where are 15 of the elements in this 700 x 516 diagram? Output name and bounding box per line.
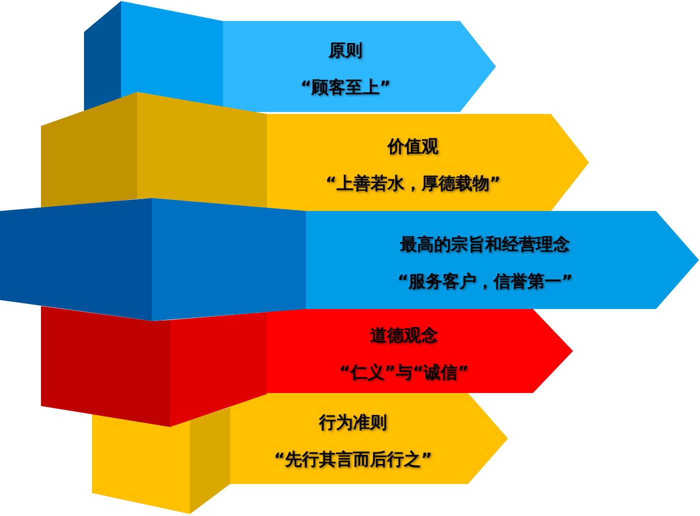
quote-text: “仁义”与“诚信” — [339, 362, 469, 384]
heading-text: 最高的宗旨和经营理念 — [400, 234, 570, 256]
heading-text: 原则 — [328, 40, 362, 62]
quote-text: “上善若水，厚德载物” — [325, 173, 501, 195]
arrow-banner — [230, 393, 508, 484]
arrow-banner — [267, 114, 589, 211]
quote-text: “服务客户，信誉第一” — [397, 270, 573, 292]
quote-text: “顾客至上” — [300, 77, 391, 99]
arrow-banner — [223, 21, 496, 112]
heading-text: 道德观念 — [370, 324, 438, 346]
arrow-banner — [267, 309, 573, 393]
heading-text: 价值观 — [388, 136, 438, 158]
heading-text: 行为准则 — [319, 412, 387, 434]
arrow-banner — [306, 211, 699, 309]
quote-text: “先行其言而后行之” — [274, 449, 432, 471]
